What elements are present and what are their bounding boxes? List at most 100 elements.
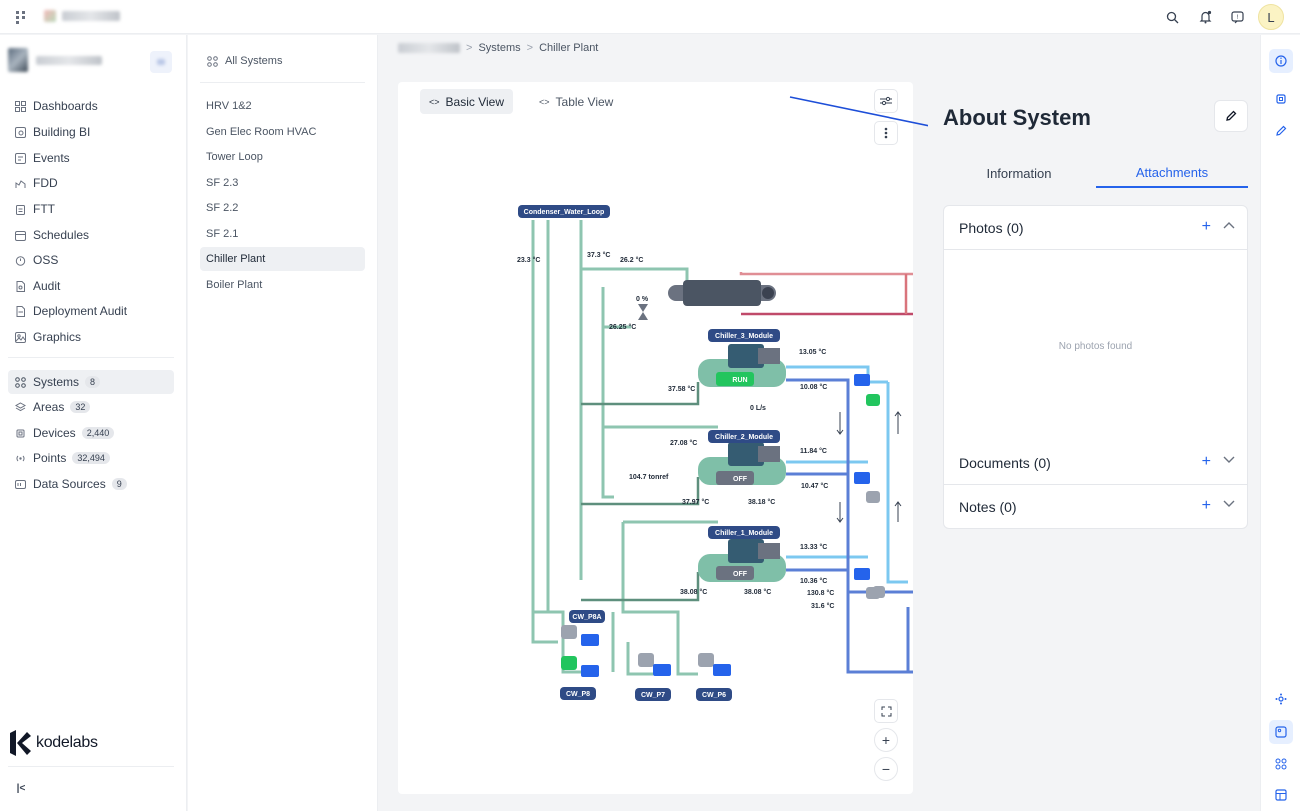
graphics-rail-button[interactable] <box>1269 720 1293 744</box>
sidebar-bottom-divider <box>8 766 174 767</box>
system-item[interactable]: SF 2.2 <box>206 202 239 214</box>
chiller-1-tag: Chiller_1_Module <box>708 526 780 539</box>
tab-information[interactable]: Information <box>986 165 1052 181</box>
layout-rail-button[interactable] <box>1269 783 1293 807</box>
documents-header[interactable]: Documents (0) + <box>944 441 1247 484</box>
all-systems-link[interactable]: All Systems <box>200 49 365 73</box>
nav-areas[interactable]: Areas 32 <box>8 395 174 419</box>
fullscreen-button[interactable] <box>874 699 898 723</box>
svg-text:!: ! <box>1236 15 1238 21</box>
system-item[interactable]: Tower Loop <box>206 151 263 163</box>
basic-view-tab[interactable]: <> Basic View <box>420 89 513 114</box>
help-icon[interactable]: ! <box>1228 8 1246 26</box>
dashboard-icon <box>14 100 27 113</box>
reading: 27.08 °C <box>670 439 697 447</box>
chevron-right-icon: > <box>466 42 473 54</box>
broadcast-icon <box>14 452 27 465</box>
pencil-icon <box>1276 125 1287 136</box>
nav-deployment-audit[interactable]: Deployment Audit <box>8 299 174 323</box>
condenser-pumps <box>561 586 885 677</box>
systems-rail-button[interactable] <box>1269 752 1293 776</box>
app-grid-icon[interactable] <box>12 8 30 26</box>
edit-system-button[interactable] <box>1214 100 1248 132</box>
breadcrumb-current: Chiller Plant <box>539 42 599 54</box>
nav-oss[interactable]: OSS <box>8 248 174 272</box>
add-photo-icon[interactable]: + <box>1201 218 1211 235</box>
search-icon[interactable] <box>1163 8 1181 26</box>
nav-label: Devices <box>33 426 76 440</box>
nav-points[interactable]: Points 32,494 <box>8 446 174 470</box>
chip-icon <box>1276 94 1286 104</box>
layout-icon <box>1275 789 1287 801</box>
nav-graphics[interactable]: Graphics <box>8 325 174 349</box>
photos-header[interactable]: Photos (0) + <box>944 206 1247 249</box>
plus-icon: + <box>881 732 891 748</box>
image-icon <box>1275 726 1287 738</box>
reading: 37.58 °C <box>668 385 695 393</box>
collapse-sidebar-button[interactable]: |< <box>14 781 28 795</box>
chevron-down-icon[interactable] <box>1223 497 1235 511</box>
nav-label: Data Sources <box>33 477 106 491</box>
nav-label: Points <box>33 451 67 465</box>
site-switcher-button[interactable] <box>150 51 172 73</box>
nav-events[interactable]: Events <box>8 146 174 170</box>
edit-rail-button[interactable] <box>1269 119 1293 143</box>
reading: 26.2 °C <box>620 256 643 264</box>
integrations-rail-button[interactable] <box>1269 687 1293 711</box>
user-avatar[interactable]: L <box>1258 4 1284 30</box>
sidebar-divider <box>8 357 174 358</box>
nav-dashboards[interactable]: Dashboards <box>8 94 174 118</box>
nav-building-bi[interactable]: Building BI <box>8 120 174 144</box>
pump-cw-p8-tag: CW_P8 <box>560 687 596 700</box>
notes-header[interactable]: Notes (0) + <box>944 485 1247 528</box>
site-thumbnail <box>8 48 28 72</box>
add-note-icon[interactable]: + <box>1201 497 1211 514</box>
devices-rail-button[interactable] <box>1269 87 1293 111</box>
tab-attachments[interactable]: Attachments <box>1096 158 1248 188</box>
nav-label: Areas <box>33 400 65 414</box>
nav-systems[interactable]: Systems 8 <box>8 370 174 394</box>
pump-cw-p8a-tag: CW_P8A <box>569 610 605 623</box>
system-item[interactable]: Boiler Plant <box>206 279 263 291</box>
nav-data-sources[interactable]: Data Sources 9 <box>8 472 174 496</box>
system-item[interactable]: SF 2.1 <box>206 228 239 240</box>
brand-name: kodelabs <box>36 734 98 751</box>
minus-icon: − <box>881 761 891 777</box>
chiller-3-label: Chiller_3_Module <box>715 333 773 340</box>
nav-schedules[interactable]: Schedules <box>8 223 174 247</box>
nav-audit[interactable]: Audit <box>8 274 174 298</box>
zoom-out-button[interactable]: − <box>874 757 898 781</box>
chevron-down-icon[interactable] <box>1223 453 1235 467</box>
layers-icon <box>14 401 27 414</box>
pump-cw-p6-label: CW_P6 <box>702 692 726 699</box>
count-badge: 32,494 <box>72 452 110 464</box>
chevron-up-icon[interactable] <box>1223 218 1235 232</box>
notes-section: Notes (0) + <box>943 484 1248 529</box>
table-view-tab[interactable]: <> Table View <box>530 89 622 114</box>
add-document-icon[interactable]: + <box>1201 453 1211 470</box>
site-name <box>36 56 102 65</box>
nav-label: Deployment Audit <box>33 304 128 318</box>
code-icon: <> <box>429 96 440 107</box>
nav-devices[interactable]: Devices 2,440 <box>8 421 174 445</box>
breadcrumb-site[interactable] <box>398 43 460 53</box>
breadcrumb-systems[interactable]: Systems <box>478 42 521 54</box>
info-rail-button[interactable] <box>1269 49 1293 73</box>
chart-search-icon <box>14 126 27 139</box>
nav-label: Dashboards <box>33 99 98 113</box>
chiller-1-status-chip: OFF <box>716 566 754 580</box>
system-item[interactable]: HRV 1&2 <box>206 100 252 112</box>
audit-icon <box>14 280 27 293</box>
nav-fdd[interactable]: FDD <box>8 171 174 195</box>
nav-label: Graphics <box>33 330 82 344</box>
hub-icon <box>1275 693 1287 705</box>
chip-icon <box>14 427 27 440</box>
about-system-panel: About System Information Attachments Pho… <box>928 60 1258 811</box>
system-item[interactable]: SF 2.3 <box>206 177 239 189</box>
system-item-selected[interactable]: Chiller Plant <box>200 247 365 271</box>
system-item[interactable]: Gen Elec Room HVAC <box>206 126 317 138</box>
zoom-in-button[interactable]: + <box>874 728 898 752</box>
nav-ftt[interactable]: FTT <box>8 197 174 221</box>
systems-divider <box>200 82 365 83</box>
notifications-icon[interactable] <box>1196 8 1214 26</box>
